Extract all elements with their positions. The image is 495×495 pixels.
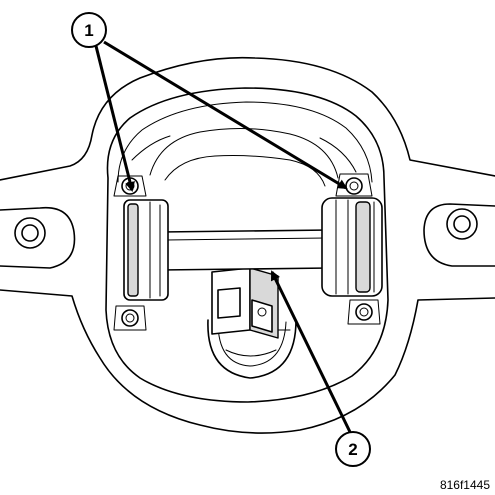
bearing-cap-bolt-lower-right (347, 299, 381, 325)
callout-2-leader (270, 270, 352, 433)
arbor-shaft (159, 229, 337, 271)
callout-1-leaders (94, 40, 348, 192)
callout-2-number: 2 (348, 440, 357, 459)
axle-housing (0, 56, 495, 434)
callout-1-number: 1 (84, 21, 93, 40)
callout-1: 1 (71, 12, 107, 48)
bearing-cap-bolt-lower-left (113, 305, 147, 331)
left-arbor-disc (123, 199, 169, 301)
right-arbor-disc (321, 197, 383, 297)
pinion-gauge-block (211, 267, 279, 339)
figure-id: 816f1445 (440, 478, 490, 492)
callout-2: 2 (335, 431, 371, 467)
